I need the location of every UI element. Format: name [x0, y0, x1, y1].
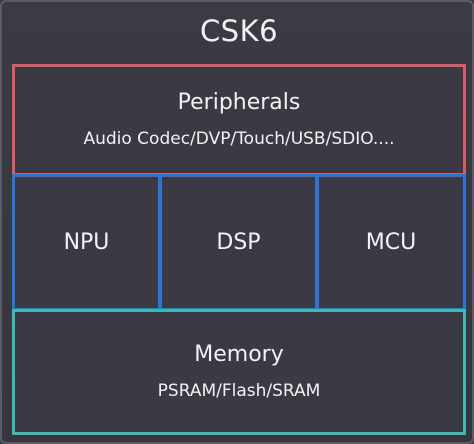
memory-block: Memory PSRAM/Flash/SRAM: [12, 309, 466, 435]
mcu-block: MCU: [316, 174, 466, 311]
mcu-label: MCU: [365, 230, 417, 255]
npu-block: NPU: [12, 174, 161, 311]
npu-label: NPU: [63, 230, 110, 255]
chip-title: CSK6: [199, 14, 279, 48]
dsp-label: DSP: [216, 230, 261, 255]
memory-title: Memory: [194, 342, 284, 367]
dsp-block: DSP: [159, 174, 318, 311]
peripherals-block: Peripherals Audio Codec/DVP/Touch/USB/SD…: [12, 64, 466, 176]
peripherals-list: Audio Codec/DVP/Touch/USB/SDIO....: [83, 129, 395, 149]
memory-types: PSRAM/Flash/SRAM: [157, 381, 321, 401]
peripherals-title: Peripherals: [177, 90, 301, 115]
